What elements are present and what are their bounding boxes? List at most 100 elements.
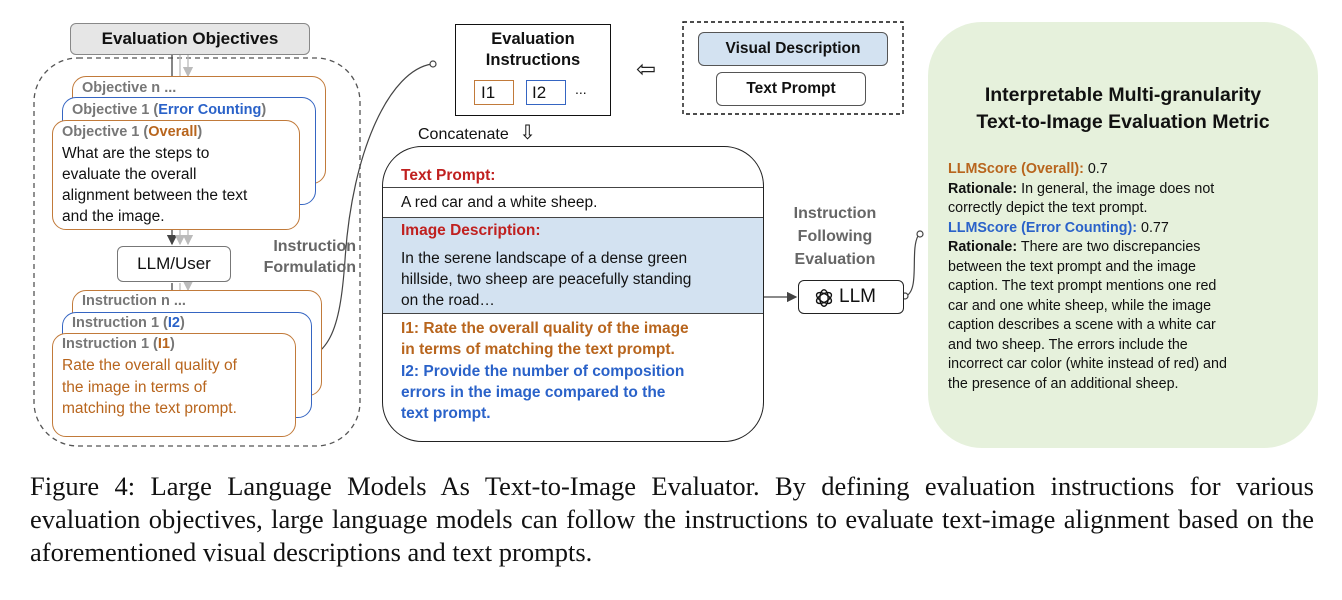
metric-title-line: Text-to-Image Evaluation Metric bbox=[976, 111, 1270, 133]
evaluation-instructions-title: Evaluation Instructions bbox=[456, 29, 610, 71]
following-line: Instruction bbox=[793, 205, 877, 222]
llmscore-error-row: LLMScore (Error Counting): 0.77 bbox=[948, 219, 1308, 239]
objective-overall-title: Objective 1 (Overall) bbox=[62, 124, 202, 140]
following-line: Evaluation bbox=[794, 251, 876, 268]
arrow-left-icon: ⇦ bbox=[636, 56, 657, 83]
rationale-2-row: Rationale: There are two discrepancies bbox=[948, 238, 1308, 258]
instruction-i2-title: Instruction 1 (I2) bbox=[72, 315, 185, 331]
llm-user-box: LLM/User bbox=[117, 246, 231, 282]
connector-dot bbox=[429, 60, 437, 68]
concatenate-label: Concatenate ⇩ bbox=[418, 120, 536, 145]
openai-logo-icon bbox=[815, 289, 833, 307]
rationale-2-line: the presence of an additional sheep. bbox=[948, 375, 1179, 392]
image-description-section: Image Description: In the serene landsca… bbox=[383, 218, 763, 314]
rationale-2-line: caption describes a scene with a white c… bbox=[948, 317, 1216, 333]
close-paren: ) bbox=[197, 124, 203, 140]
rationale-label: Rationale: bbox=[948, 239, 1018, 255]
concatenate-text: Concatenate bbox=[418, 126, 509, 143]
i2-line: errors in the image compared to the bbox=[401, 384, 666, 401]
rationale-2-line: caption. The text prompt mentions one re… bbox=[948, 278, 1217, 294]
objective-n-title: Objective n ... bbox=[82, 80, 177, 96]
figure-caption: Figure 4: Large Language Models As Text-… bbox=[30, 471, 1314, 567]
evaluation-objectives-box: Evaluation Objectives bbox=[70, 23, 310, 55]
objective-error-title: Objective 1 (Error Counting) bbox=[72, 102, 266, 118]
instruction-i2-prefix: Instruction 1 ( bbox=[72, 315, 168, 331]
rationale-2-first: There are two discrepancies bbox=[1017, 239, 1201, 255]
i1-instruction-text: I1: Rate the overall quality of the imag… bbox=[401, 318, 689, 360]
arrow-down-icon: ⇩ bbox=[519, 122, 536, 144]
text-prompt-value-row: A red car and a white sheep. bbox=[383, 187, 763, 218]
llm-label: LLM bbox=[839, 286, 876, 307]
objective-line: evaluate the overall bbox=[62, 166, 197, 183]
objective-error-name: Error Counting bbox=[158, 102, 262, 118]
llm-to-metric-curve bbox=[905, 235, 919, 297]
i2-line: text prompt. bbox=[401, 405, 491, 422]
objective-overall-prefix: Objective 1 ( bbox=[62, 124, 149, 140]
following-line: Following bbox=[797, 228, 873, 245]
objectives-dashed-container bbox=[33, 57, 361, 447]
i2-chip: I2 bbox=[526, 80, 566, 105]
metric-panel: Interpretable Multi-granularity Text-to-… bbox=[928, 22, 1318, 448]
evaluation-instructions-box: Evaluation Instructions I1 I2 ... bbox=[455, 24, 611, 116]
metric-title: Interpretable Multi-granularity Text-to-… bbox=[928, 82, 1318, 136]
image-description-label: Image Description: bbox=[401, 222, 541, 239]
instruction-i1-name: I1 bbox=[157, 336, 170, 352]
text-prompt-box: Text Prompt bbox=[716, 72, 866, 106]
instruction-line: the image in terms of bbox=[62, 378, 207, 396]
instruction-line: Rate the overall quality of bbox=[62, 357, 237, 374]
eval-instr-line: Instructions bbox=[485, 51, 581, 69]
llmscore-error-value: 0.77 bbox=[1137, 219, 1169, 236]
description-line: hillside, two sheep are peacefully stand… bbox=[401, 271, 692, 288]
chip-ellipsis: ... bbox=[575, 81, 587, 97]
close-paren: ) bbox=[179, 315, 185, 331]
eval-instr-line: Evaluation bbox=[491, 30, 575, 48]
formulation-line: Formulation bbox=[263, 259, 356, 276]
llmscore-overall-label: LLMScore (Overall): bbox=[948, 161, 1084, 177]
rationale-2-line: incorrect car color (white instead of re… bbox=[948, 356, 1227, 372]
objective-overall-name: Overall bbox=[148, 124, 198, 140]
instruction-text: Rate the overall quality of the image in… bbox=[62, 355, 237, 420]
text-prompt-label: Text Prompt: bbox=[401, 167, 496, 184]
close-paren: ) bbox=[261, 102, 267, 118]
description-line: on the road… bbox=[401, 292, 495, 309]
formulation-line: Instruction bbox=[273, 238, 356, 255]
rationale-1-first: In general, the image does not bbox=[1017, 180, 1215, 197]
instruction-i2-name: I2 bbox=[167, 315, 180, 331]
rationale-label: Rationale: bbox=[948, 180, 1018, 197]
rationale-1-rest: correctly depict the text prompt. bbox=[948, 200, 1148, 216]
instruction-i1-prefix: Instruction 1 ( bbox=[62, 336, 158, 352]
rationale-2-line: car and one white sheep, while the image bbox=[948, 297, 1212, 314]
llm-box: LLM bbox=[798, 280, 904, 314]
i2-instruction-text: I2: Provide the number of composition er… bbox=[401, 361, 684, 424]
rationale-1-row: Rationale: In general, the image does no… bbox=[948, 180, 1308, 200]
objective-error-prefix: Objective 1 ( bbox=[72, 102, 159, 118]
instruction-following-label: Instruction Following Evaluation bbox=[776, 202, 894, 271]
objective-line: What are the steps to bbox=[62, 145, 210, 162]
image-description-text: In the serene landscape of a dense green… bbox=[401, 248, 691, 311]
metric-body: LLMScore (Overall): 0.7 Rationale: In ge… bbox=[948, 160, 1308, 394]
close-paren: ) bbox=[169, 336, 175, 352]
instruction-n-title: Instruction n ... bbox=[82, 293, 186, 309]
visual-description-dashed-box bbox=[682, 21, 904, 115]
instruction-formulation-label: Instruction Formulation bbox=[240, 236, 356, 278]
llmscore-overall-row: LLMScore (Overall): 0.7 bbox=[948, 160, 1308, 180]
objective-text: What are the steps to evaluate the overa… bbox=[62, 143, 247, 227]
rationale-2-line: between the text prompt and the image bbox=[948, 258, 1196, 275]
i1-chip: I1 bbox=[474, 80, 514, 105]
llmscore-error-label: LLMScore (Error Counting): bbox=[948, 219, 1138, 236]
connector-dot bbox=[916, 230, 924, 238]
i2-line: I2: Provide the number of composition bbox=[401, 363, 685, 380]
metric-title-line: Interpretable Multi-granularity bbox=[984, 84, 1262, 106]
rationale-2-line: and two sheep. The errors include the bbox=[948, 336, 1188, 353]
i1-line: I1: Rate the overall quality of the imag… bbox=[401, 320, 689, 337]
llmscore-overall-value: 0.7 bbox=[1083, 161, 1108, 177]
i1-line: in terms of matching the text prompt. bbox=[401, 341, 675, 358]
prompt-composition-box: Text Prompt: A red car and a white sheep… bbox=[382, 146, 764, 442]
objective-overall-card: Objective 1 (Overall) What are the steps… bbox=[52, 120, 300, 230]
instruction-i1-card: Instruction 1 (I1) Rate the overall qual… bbox=[52, 333, 296, 437]
text-prompt-value: A red car and a white sheep. bbox=[401, 194, 598, 211]
visual-description-box: Visual Description bbox=[698, 32, 888, 66]
objective-line: and the image. bbox=[62, 208, 165, 225]
objective-line: alignment between the text bbox=[62, 187, 248, 204]
description-line: In the serene landscape of a dense green bbox=[401, 250, 688, 267]
